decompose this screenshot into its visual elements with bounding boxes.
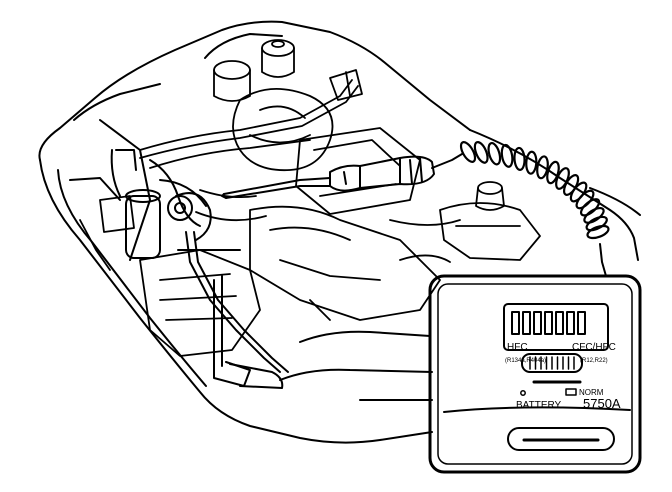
cord-coil-loop (586, 224, 610, 240)
probe (221, 153, 463, 199)
battery-indicator-dot (520, 390, 526, 396)
label-norm: NORM (579, 388, 604, 397)
cord-coil-loop (546, 160, 560, 185)
indicator-segment (511, 311, 520, 335)
receiver-drier (110, 149, 289, 389)
cord-coil-loop (459, 141, 477, 163)
label-cfc-sub: (R12,R22) (580, 358, 608, 364)
cord-coil-loop (536, 155, 549, 180)
cord-coil-loop (500, 143, 514, 168)
cord-coil-loop (487, 141, 502, 166)
cord-coil-loop (585, 215, 608, 232)
leak-detector-unit: HFC (R134a,R404a) CFC/HFC (R12,R22) NORM… (428, 274, 642, 474)
indicator-segment (555, 311, 564, 335)
indicator-segment (566, 311, 575, 335)
battery-cover (507, 427, 615, 451)
indicator-segment (577, 311, 586, 335)
cord-coil-loop (583, 206, 605, 224)
label-hfc: HFC (507, 342, 528, 353)
indicator-segment (544, 311, 553, 335)
indicator-segments (511, 311, 586, 335)
indicator-segment (522, 311, 531, 335)
cord-coil-loop (513, 146, 526, 171)
coiled-cord (459, 141, 610, 240)
cord-coil-loop (525, 150, 538, 175)
engine-components (79, 39, 541, 357)
cord-coil-loop (473, 141, 489, 164)
label-cfc: CFC/HFC (572, 342, 616, 353)
label-model: 5750A (583, 396, 621, 411)
label-battery: BATTERY (516, 400, 562, 411)
indicator-segment (533, 311, 542, 335)
label-hfc-sub: (R134a,R404a) (505, 358, 546, 364)
car-body (38, 20, 641, 444)
cord-end (599, 243, 607, 277)
norm-indicator (565, 388, 577, 396)
